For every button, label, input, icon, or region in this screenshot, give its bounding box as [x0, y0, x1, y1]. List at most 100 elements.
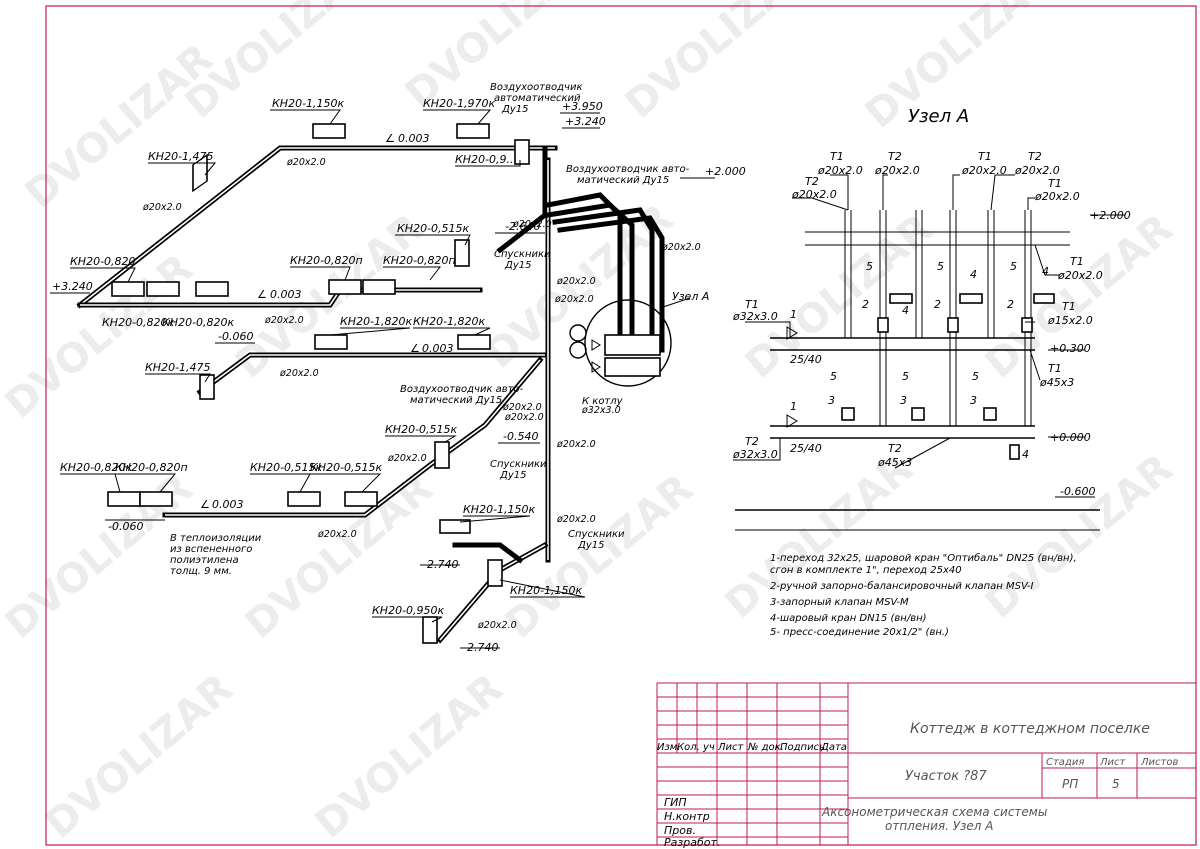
node-label: ø15x2.0	[1047, 314, 1093, 327]
leader-line	[115, 473, 177, 493]
legend-line: сгон в комплекте 1", переход 25x40	[770, 565, 962, 576]
legend-line: 5- пресс-соединение 20x1/2" (вн.)	[770, 627, 949, 638]
callout-number: 4	[970, 268, 977, 281]
note-text: Воздухоотводчик авто-	[566, 164, 690, 175]
pipe-run	[452, 542, 524, 564]
callout-number: 3	[970, 394, 977, 407]
elevation-label: -2.740	[463, 641, 498, 654]
pipe-label: ø32x3.0	[581, 405, 621, 416]
sheet-header: Лист	[1099, 757, 1127, 768]
callout-number: 4	[1042, 265, 1049, 278]
node-a-detail: Узел А	[732, 106, 1131, 638]
node-label: ø20x2.0	[817, 164, 863, 177]
node-ref-label: Узел А	[672, 290, 709, 303]
pipe-label: ø20x2.0	[512, 219, 552, 230]
pipe-run	[496, 145, 548, 254]
pipe-label: ø20x2.0	[317, 529, 357, 540]
elevation-label: -2.640	[505, 220, 540, 233]
leader-line	[1029, 349, 1041, 381]
radiator-label: КН20-0,9...	[455, 153, 517, 166]
node-label: Т1	[1070, 255, 1084, 268]
leader-line	[659, 297, 691, 309]
radiator	[107, 491, 141, 507]
note-text: Воздухоотводчик авто-	[400, 384, 524, 395]
callout-number: 5	[830, 370, 837, 383]
slope-label: ∠	[385, 132, 395, 145]
leader-line	[385, 435, 457, 443]
slope-label: ∠	[410, 342, 420, 355]
radiator-label: КН20-1,475	[148, 150, 214, 163]
radiator	[199, 374, 215, 400]
radiator	[192, 153, 208, 193]
pipe-label: ø20x2.0	[554, 294, 594, 305]
pipe-run-inner	[165, 359, 541, 516]
pipe-label: ø20x2.0	[504, 412, 544, 423]
node-label: Т1	[1048, 177, 1062, 190]
elevation-label: +0.000	[1050, 431, 1091, 444]
return-line	[557, 215, 665, 353]
node-label: 25/40	[790, 353, 822, 366]
callout-number: 2	[934, 298, 941, 311]
radiator-label: КН20-0,515к	[385, 423, 458, 436]
radiator	[434, 441, 450, 469]
leader-line	[952, 174, 960, 210]
node-label: Т2	[888, 442, 902, 455]
pipe-run-inner	[79, 147, 555, 306]
note-text: автоматический	[494, 93, 581, 104]
drawing-title: отпления. Узел А	[885, 819, 994, 833]
pipe-label: ø20x2.0	[286, 157, 326, 168]
radiator-label: КН20-0,950к	[372, 604, 445, 617]
watermark: DVOLIZAR	[237, 465, 442, 647]
note-text: К котлу	[582, 396, 624, 407]
pipe-label: ø20x2.0	[556, 276, 596, 287]
legend-line: 3-запорный клапан MSV-M	[770, 597, 909, 608]
radiator-label: КН20-0,515к	[397, 222, 470, 235]
ball-valve-icon	[889, 293, 913, 304]
callout-number: 5	[866, 260, 873, 273]
leader-line	[395, 234, 471, 246]
leader-line	[745, 321, 791, 338]
node-label: Т1	[830, 150, 844, 163]
node-label: Т2	[1028, 150, 1042, 163]
site-name: Участок ?87	[905, 769, 987, 784]
valve-icon	[983, 407, 997, 421]
leader-line	[459, 515, 531, 523]
pump-icon	[569, 341, 587, 359]
leader-line	[372, 616, 443, 623]
leader-line	[1034, 244, 1060, 276]
leader-line	[413, 327, 491, 336]
node-label: ø45x3	[877, 456, 912, 469]
sheet-frame	[45, 5, 1197, 846]
callout-number: 4	[1022, 448, 1029, 461]
note-text: матический Ду15	[577, 175, 669, 186]
title-block-frame	[656, 682, 1197, 846]
leader-line	[329, 327, 411, 336]
elevation-label: +3.240	[52, 280, 93, 293]
radiator	[328, 279, 362, 295]
callout-number: 5	[937, 260, 944, 273]
leader-line	[1027, 197, 1035, 210]
node-label: ø20x2.0	[961, 164, 1007, 177]
valve-icon	[786, 326, 798, 340]
radiator	[312, 123, 346, 139]
callout-number: 2	[1007, 298, 1014, 311]
pipe-run-inner	[80, 289, 480, 306]
radiator	[344, 491, 378, 507]
leader-line	[894, 437, 951, 469]
elevation-label: -0.540	[503, 430, 538, 443]
slope-label: 0.003	[270, 288, 302, 301]
leader-line	[270, 109, 341, 125]
radiator	[457, 334, 491, 350]
legend-line: 4-шаровый кран DN15 (вн/вн)	[770, 613, 927, 624]
radiator	[456, 123, 490, 139]
watermark: DVOLIZAR	[0, 245, 202, 427]
collector	[604, 357, 661, 377]
radiator	[111, 281, 145, 297]
radiator	[454, 239, 470, 267]
role-label: Пров.	[664, 824, 696, 837]
legend-line: 2-ручной запорно-балансировочный клапан …	[770, 580, 1034, 592]
elevation-label: +0.300	[1050, 342, 1091, 355]
elevation-label: -0.060	[108, 520, 143, 533]
valve-icon	[877, 317, 889, 333]
